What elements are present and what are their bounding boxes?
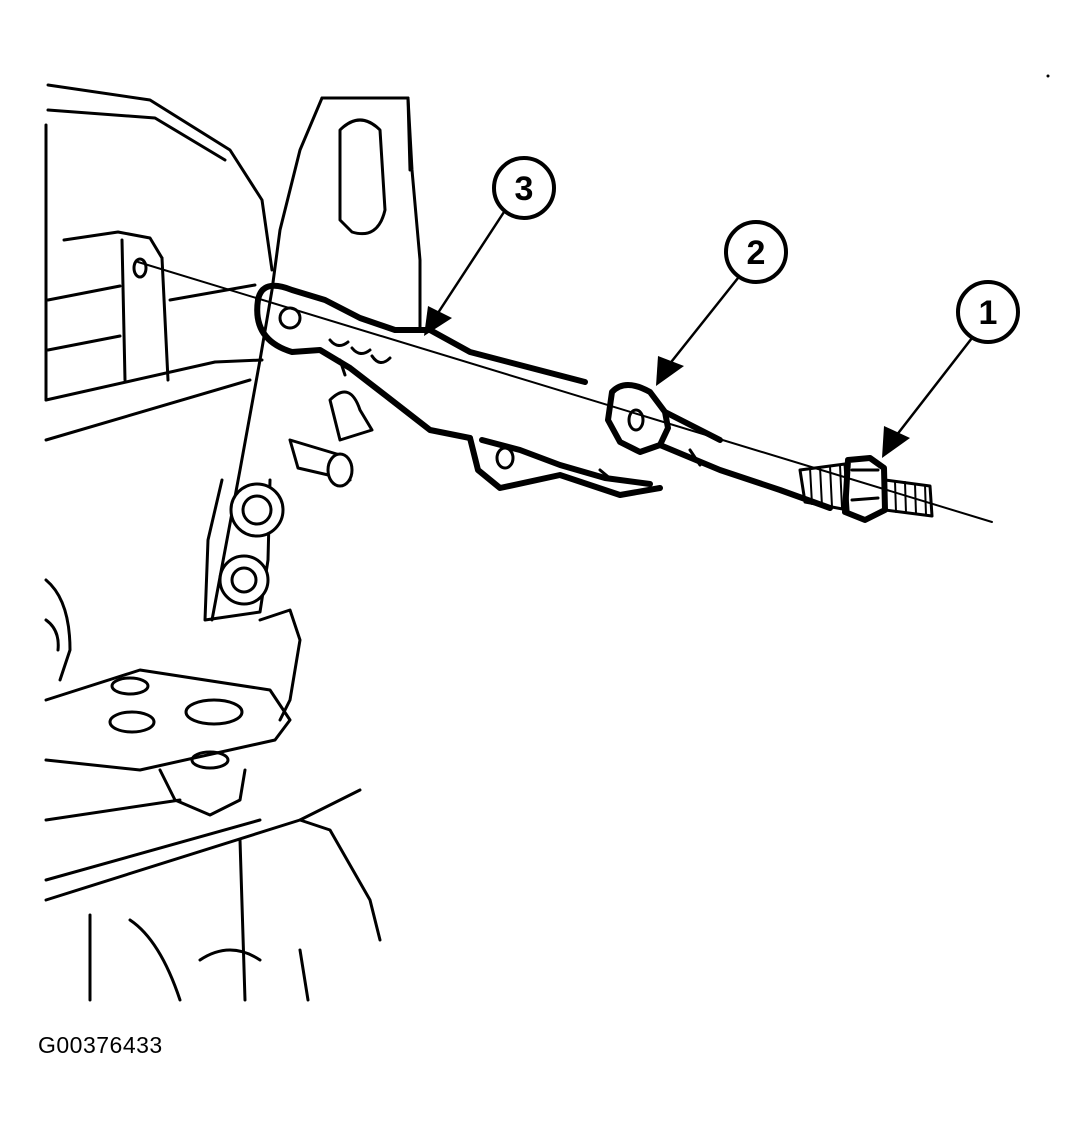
callout-3: 3	[424, 156, 556, 336]
lower-linkage	[203, 390, 374, 722]
speck	[1046, 74, 1050, 78]
base-plate	[44, 578, 292, 817]
bracket-part	[254, 282, 663, 498]
lower-housing	[44, 788, 382, 1002]
callout-3-label: 3	[515, 170, 534, 208]
callout-2: 2	[656, 220, 788, 386]
stud-bolt-part	[798, 455, 934, 523]
housing	[44, 83, 274, 442]
assembly-axis-line	[137, 261, 993, 523]
mounting-plate	[210, 96, 422, 622]
callout-2-label: 2	[747, 234, 766, 272]
figure-id-label: G00376433	[38, 1032, 163, 1058]
callout-1: 1	[882, 280, 1020, 458]
callout-1-label: 1	[979, 294, 998, 332]
